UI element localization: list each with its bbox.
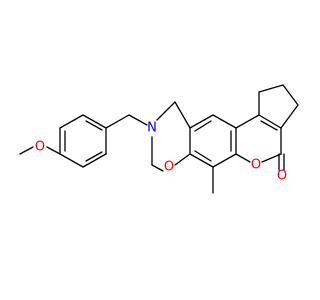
lactone-ring bbox=[235, 114, 282, 163]
cyclopentene-ring bbox=[258, 84, 299, 129]
bond-methyl-methoxy bbox=[19, 146, 34, 155]
bond-ch2-nitrogen bbox=[128, 114, 148, 126]
bond-methoxy-aryl bbox=[46, 146, 61, 155]
bond-aryl-ch2 bbox=[105, 114, 130, 129]
amine-nitrogen-label: N bbox=[147, 121, 157, 136]
oxazine-ring bbox=[151, 101, 191, 172]
molecule-structure: O N O O O bbox=[19, 84, 299, 194]
methoxy-oxygen-label: O bbox=[35, 140, 45, 155]
structure-canvas: O N O O O bbox=[19, 84, 299, 194]
methoxyphenyl-ring bbox=[59, 114, 107, 168]
lactone-oxygen-label: O bbox=[251, 158, 261, 173]
carbonyl-oxygen-label: O bbox=[277, 169, 287, 184]
oxazine-oxygen-label: O bbox=[164, 160, 174, 175]
central-benzene-ring bbox=[189, 114, 237, 168]
